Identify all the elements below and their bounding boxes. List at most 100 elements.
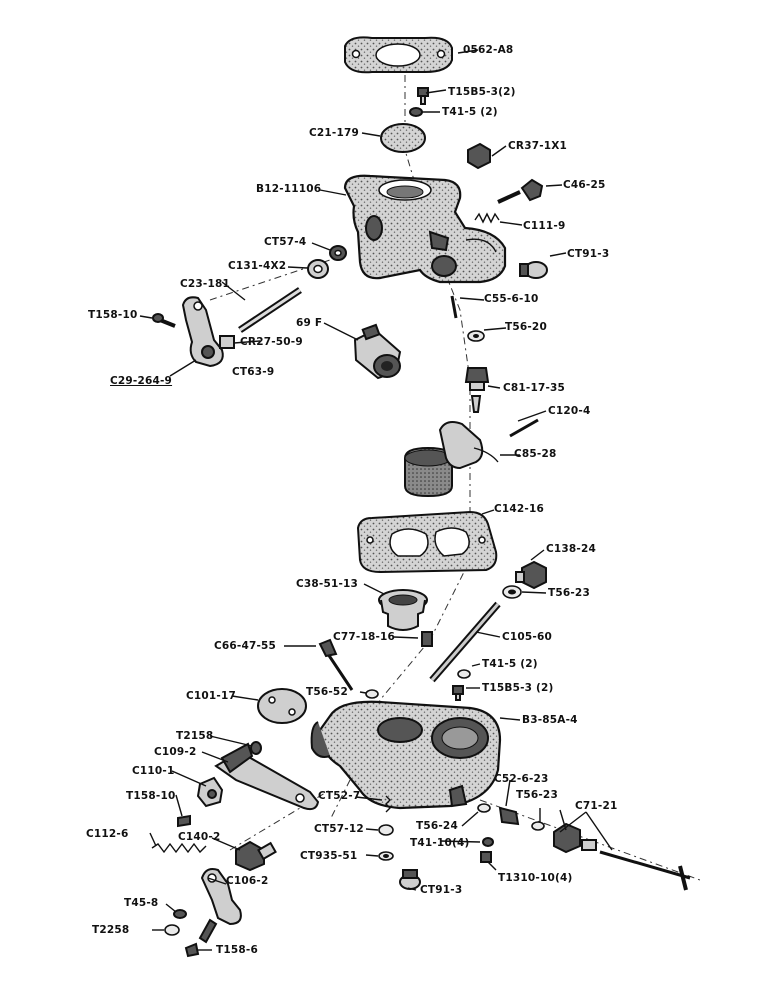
screw-c52-part — [498, 806, 520, 826]
throttle-lever-part — [181, 296, 235, 368]
idle-needle-part — [318, 638, 354, 691]
label-float: C85-28 — [514, 448, 557, 460]
plug-part — [467, 142, 491, 170]
label-c52: C52-6-23 — [494, 773, 549, 785]
label-t56-24: T56-24 — [416, 820, 458, 832]
label-ct63: CT63-9 — [232, 366, 275, 378]
label-t45: T45-8 — [124, 897, 159, 909]
plug-upper-part — [519, 261, 548, 279]
screw-t15b5-part — [452, 685, 464, 701]
pin-c120-part — [509, 418, 539, 438]
washer-t56-24-part — [477, 803, 491, 813]
label-t41-10: T41-10(4) — [410, 837, 470, 849]
label-c110: C110-1 — [132, 765, 175, 777]
label-c55: C55-6-10 — [484, 293, 539, 305]
clip-t2158-part — [250, 741, 262, 755]
label-c140: C140-2 — [178, 831, 221, 843]
label-t1310: T1310-10(4) — [498, 872, 573, 884]
washer-t56-52-part — [365, 689, 379, 699]
choke-lever-part — [214, 742, 320, 811]
label-t158-mid: T158-10 — [126, 790, 176, 802]
label-lever-assy: C29-264-9 — [110, 375, 173, 387]
screw-t41-10-part — [480, 837, 494, 863]
label-ct91-upper: CT91-3 — [567, 248, 610, 260]
swivel-c110-part — [196, 776, 224, 808]
label-fitting-69f: 69 F — [296, 317, 323, 329]
label-c71: C71-21 — [575, 800, 618, 812]
spring-ct52-part — [385, 795, 391, 813]
label-throttle-plate: C21-179 — [309, 127, 359, 139]
label-c105: C105-60 — [502, 631, 552, 643]
label-t56-52: T56-52 — [306, 686, 348, 698]
label-screw-c46: C46-25 — [563, 179, 606, 191]
label-t15b5-3b: T15B5-3 (2) — [482, 682, 554, 694]
washer-t2258-part — [164, 924, 180, 936]
bowl-gasket-part — [356, 510, 498, 574]
label-c81: C81-17-35 — [503, 382, 566, 394]
lever-screw-part — [152, 313, 176, 328]
float-bowl-part — [310, 700, 502, 810]
washer-ct57-12-part — [378, 824, 394, 836]
label-t2258: T2258 — [92, 924, 130, 936]
label-c38: C38-51-13 — [296, 578, 359, 590]
label-c131: C131-4X2 — [228, 260, 287, 272]
label-pin-c120: C120-4 — [548, 405, 591, 417]
choke-plate-part — [257, 688, 307, 724]
washer-t56-23b-part — [531, 821, 545, 831]
label-ct57-lower: CT57-12 — [314, 823, 364, 835]
shaft-nut-part — [235, 840, 277, 872]
top-gasket-part — [344, 36, 453, 74]
label-t2158: T2158 — [176, 730, 214, 742]
float-part — [404, 421, 499, 498]
lever-assy-leader — [169, 359, 197, 377]
needle-valve-part — [553, 822, 691, 891]
label-t56-20: T56-20 — [505, 321, 547, 333]
label-ct935: CT935-51 — [300, 850, 358, 862]
label-ct91-lower: CT91-3 — [420, 884, 463, 896]
label-spring-c111: C111-9 — [523, 220, 566, 232]
label-c77: C77-18-16 — [333, 631, 396, 643]
spring-part — [474, 212, 500, 224]
leader-lines — [139, 49, 613, 951]
plug-ct91-lower-part — [399, 869, 421, 890]
label-c66: C66-47-55 — [214, 640, 277, 652]
pin-c55-part — [450, 295, 458, 319]
label-bowl: B3-85A-4 — [522, 714, 578, 726]
jet-c77-part — [421, 631, 433, 647]
label-plug-top: CR37-1X1 — [508, 140, 568, 152]
label-t158-upper: T158-10 — [88, 309, 138, 321]
lever-c106-part — [198, 868, 242, 944]
label-c101: C101-17 — [186, 690, 236, 702]
label-c138: C138-24 — [546, 543, 596, 555]
venturi-part — [378, 589, 428, 631]
label-shaft: C23-181 — [180, 278, 230, 290]
label-ct57-upper: CT57-4 — [264, 236, 307, 248]
label-t41-5b: T41-5 (2) — [482, 658, 538, 670]
throttle-plate-part — [380, 123, 426, 153]
idle-screw-part — [497, 178, 544, 204]
screw-t158-mid-part — [177, 814, 191, 828]
label-t56-23b: T56-23 — [516, 789, 558, 801]
washer-t41-5b-part — [457, 669, 471, 679]
label-throttle-body: B12-11106 — [256, 183, 322, 195]
label-washer-top: T41-5 (2) — [442, 106, 498, 118]
screw-t158-6-part — [184, 942, 200, 958]
label-gasket-mid: C142-16 — [494, 503, 544, 515]
label-c109: C109-2 — [154, 746, 197, 758]
label-cr27: CR27-50-9 — [240, 336, 303, 348]
label-c106: C106-2 — [226, 875, 269, 887]
spring-c112-part — [151, 842, 207, 854]
washer-t45-part — [173, 909, 187, 919]
drain-plug-part — [515, 560, 547, 590]
label-screw-top: T15B5-3(2) — [448, 86, 516, 98]
needle-seat-part — [464, 367, 490, 413]
label-t158-6: T158-6 — [216, 944, 258, 956]
label-t56-23a: T56-23 — [548, 587, 590, 599]
label-gasket-top: 0562-A8 — [463, 44, 514, 56]
fitting-69f-part — [353, 323, 402, 380]
label-ct52: CT52-7 — [318, 790, 361, 802]
throttle-body-part — [343, 174, 507, 284]
label-c112: C112-6 — [86, 828, 129, 840]
main-jet-part — [429, 601, 501, 683]
